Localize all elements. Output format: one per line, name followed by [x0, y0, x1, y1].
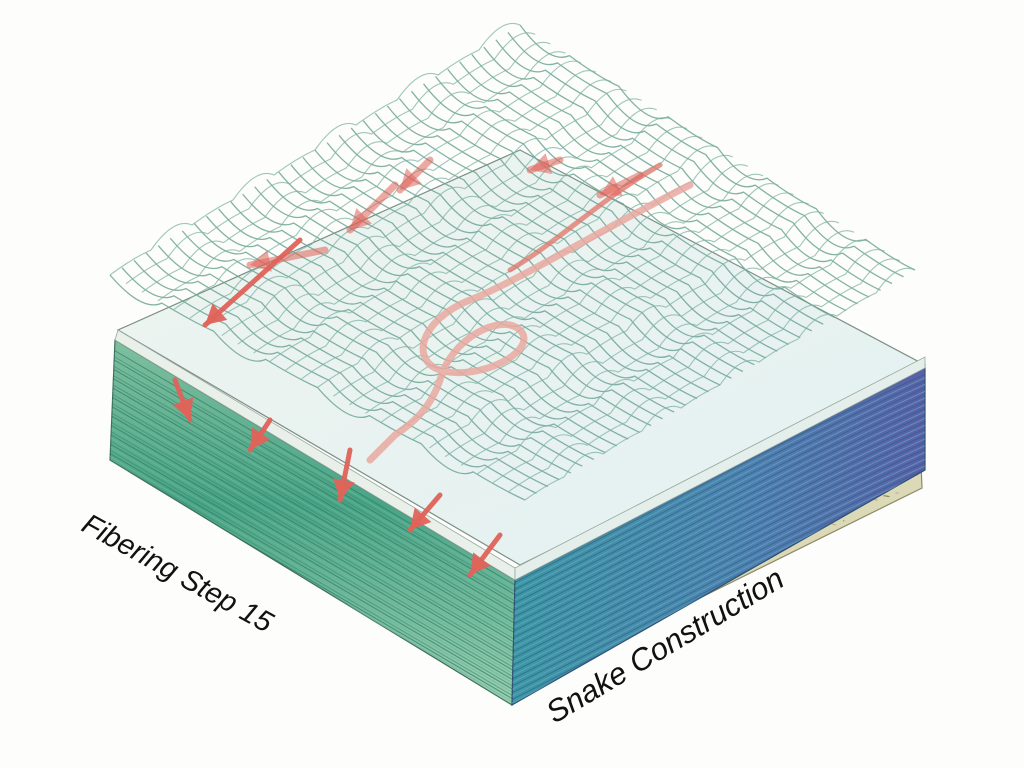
down-arrow-icon — [596, 171, 644, 199]
front-layer-face — [109, 338, 516, 707]
down-arrow-icon — [247, 417, 273, 453]
down-arrow-icon — [246, 246, 329, 272]
down-arrow-icon — [172, 377, 194, 423]
down-arrow-icon — [526, 153, 564, 175]
down-arrow-icon — [346, 181, 399, 234]
down-arrow-icon — [202, 237, 303, 328]
down-arrow-icon — [407, 492, 443, 533]
right-layer-face — [511, 367, 926, 707]
down-arrow-icon — [467, 532, 503, 578]
flow-arrows — [172, 153, 644, 578]
down-arrow-icon — [333, 447, 355, 503]
down-arrow-icon — [396, 156, 434, 194]
